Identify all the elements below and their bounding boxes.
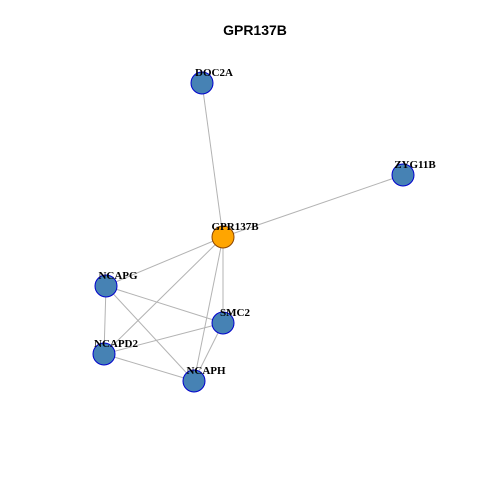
node-label: GPR137B — [211, 221, 259, 233]
node-label: NCAPD2 — [94, 338, 138, 350]
node-circle[interactable] — [92, 342, 116, 366]
node-circle[interactable] — [94, 274, 118, 298]
edge-ncapg-smc2 — [105, 285, 224, 324]
node-gpr137b[interactable]: GPR137B — [211, 221, 259, 249]
node-circle[interactable] — [182, 369, 206, 393]
node-label: NCAPG — [98, 270, 138, 282]
edge-smc2-ncapd2 — [103, 322, 224, 355]
edge-gpr137b-ncaph — [193, 236, 224, 382]
node-zyg11b[interactable]: ZYG11B — [391, 159, 436, 187]
node-smc2[interactable]: SMC2 — [211, 307, 250, 335]
edge-gpr137b-zyg11b — [222, 174, 404, 238]
edge-gpr137b-doc2a — [201, 82, 224, 238]
node-ncaph[interactable]: NCAPH — [182, 365, 226, 393]
node-doc2a[interactable]: DOC2A — [190, 67, 233, 95]
edge-ncapd2-ncaph — [103, 353, 195, 382]
edge-gpr137b-ncapg — [105, 236, 224, 287]
graph-title: GPR137B — [223, 22, 287, 38]
node-circle[interactable] — [391, 163, 415, 187]
node-circle[interactable] — [190, 71, 214, 95]
node-label: ZYG11B — [394, 159, 436, 171]
edge-gpr137b-ncapd2 — [103, 236, 224, 355]
node-label: DOC2A — [195, 67, 233, 79]
node-ncapd2[interactable]: NCAPD2 — [92, 338, 138, 366]
node-ncapg[interactable]: NCAPG — [94, 270, 138, 298]
edge-ncapg-ncaph — [105, 285, 195, 382]
node-label: NCAPH — [186, 365, 226, 377]
node-circle[interactable] — [211, 225, 235, 249]
node-label: SMC2 — [220, 307, 250, 319]
node-circle[interactable] — [211, 311, 235, 335]
